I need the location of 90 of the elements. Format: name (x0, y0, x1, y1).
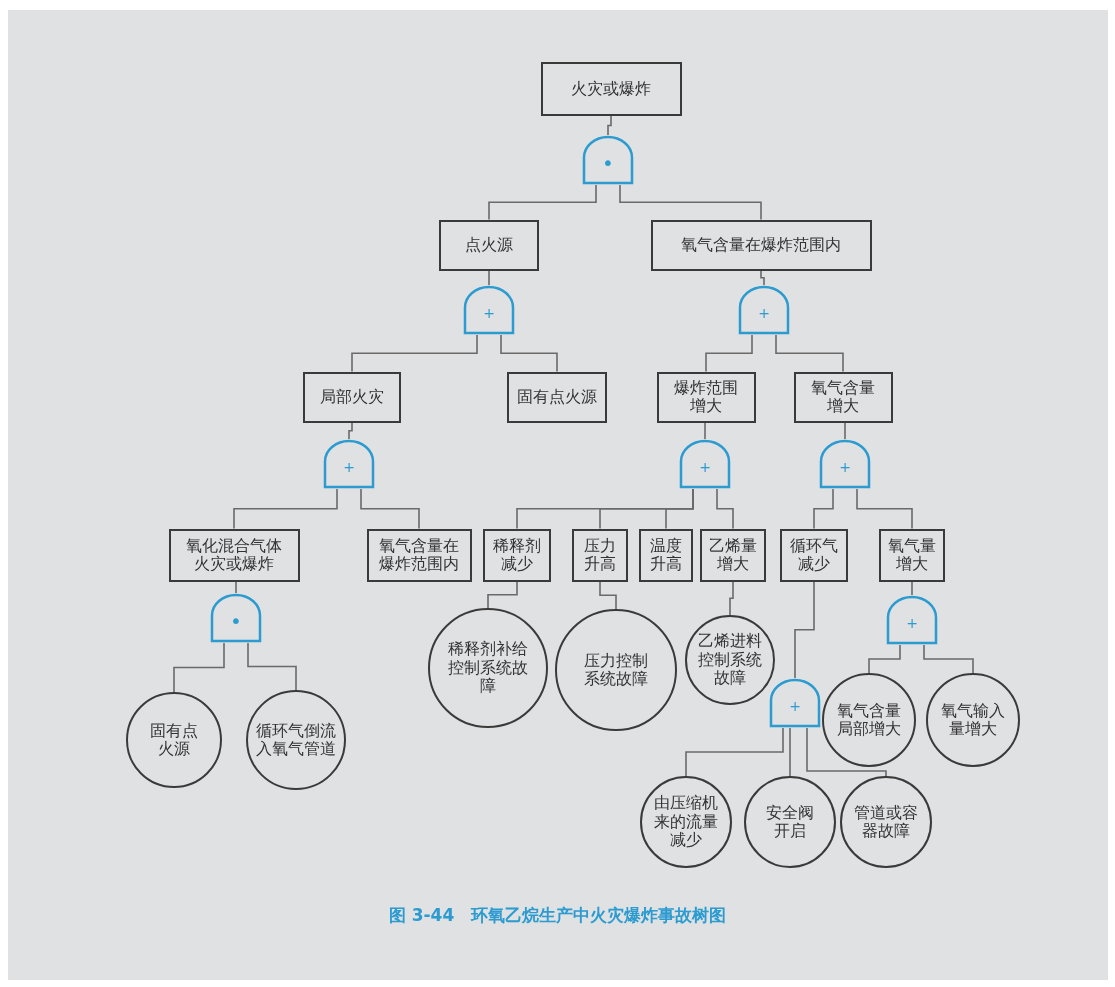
event-label: 氧气输入量增大 (940, 701, 1006, 739)
gate-symbol: + (839, 460, 851, 474)
event-label: 固有点火源 (149, 721, 199, 759)
connector-line (665, 488, 694, 530)
gate-symbol: + (906, 616, 918, 630)
connector-line (705, 334, 753, 373)
gate-symbol: + (758, 306, 770, 320)
event-label: 温度升高 (649, 536, 683, 574)
connector-line (500, 334, 558, 373)
event-box (303, 371, 401, 423)
event-label: 安全阀开启 (765, 803, 815, 841)
gate-symbol: + (699, 460, 711, 474)
connector-line (760, 269, 765, 286)
event-label: 氧气量增大 (887, 536, 937, 574)
connector-line (360, 488, 420, 530)
event-label: 稀释剂减少 (492, 536, 542, 574)
connector-line (868, 644, 901, 674)
or-gate (886, 595, 938, 645)
connector-line (351, 334, 478, 373)
connector-line (813, 488, 834, 530)
connector-line (789, 727, 791, 777)
and-gate (210, 593, 262, 643)
connector-line (794, 580, 815, 679)
event-box (483, 528, 551, 582)
event-label: 管道或容器故障 (853, 803, 919, 841)
or-gate (738, 285, 790, 335)
and-gate (582, 135, 634, 185)
gate-symbol: • (602, 153, 614, 173)
or-gate (679, 439, 731, 489)
gate-symbol: + (343, 460, 355, 474)
event-box (879, 528, 945, 582)
connector-line (487, 580, 518, 609)
connector-line (844, 421, 846, 440)
event-box (507, 371, 607, 423)
connector-line (247, 642, 297, 691)
event-box (780, 528, 848, 582)
event-label: 压力控制系统故障 (583, 651, 649, 689)
connector-line (806, 727, 887, 777)
event-label: 固有点火源 (516, 387, 598, 407)
event-box (168, 528, 300, 582)
connector-line (923, 644, 974, 674)
event-label: 氧化混合气体火灾或爆炸 (185, 536, 283, 574)
connector-line (173, 642, 225, 693)
event-box (639, 528, 693, 582)
event-label: 氧气含量在爆炸范围内 (378, 536, 460, 574)
event-label: 氧气含量增大 (810, 378, 876, 416)
event-label: 火灾或爆炸 (570, 79, 652, 99)
event-box (700, 528, 766, 582)
connector-line (729, 580, 734, 616)
connector-line (488, 269, 490, 286)
connector-line (716, 488, 734, 530)
connector-line (775, 334, 844, 373)
event-box (572, 528, 628, 582)
connector-line (599, 580, 617, 610)
or-gate (819, 439, 871, 489)
connector-line (607, 115, 612, 136)
connector-line (856, 488, 913, 530)
connector-line (348, 421, 353, 440)
event-label: 乙烯进料控制系统故障 (697, 632, 763, 688)
or-gate (323, 439, 375, 489)
event-box (540, 62, 682, 116)
event-label: 循环气倒流入氧气管道 (255, 721, 337, 759)
or-gate (463, 285, 515, 335)
gate-symbol: + (789, 699, 801, 713)
connector-line (619, 184, 762, 221)
or-gate (769, 678, 821, 728)
event-label: 氧气含量局部增大 (836, 701, 902, 739)
event-label: 爆炸范围增大 (673, 378, 739, 416)
event-box (656, 371, 756, 423)
connector-line (488, 184, 597, 221)
gate-symbol: + (483, 306, 495, 320)
event-label: 循环气减少 (789, 536, 839, 574)
event-label: 点火源 (464, 235, 514, 255)
connector-line (704, 421, 706, 440)
connector-line (235, 580, 237, 594)
event-label: 局部火灾 (319, 387, 385, 407)
event-box (366, 528, 472, 582)
event-label: 由压缩机来的流量减少 (653, 794, 719, 850)
figure-caption: 图 3-44 环氧乙烷生产中火灾爆炸事故树图 (388, 905, 727, 925)
event-label: 乙烯量增大 (708, 536, 758, 574)
event-box (650, 219, 872, 271)
event-label: 氧气含量在爆炸范围内 (680, 235, 842, 255)
event-box (439, 219, 539, 271)
event-label: 压力升高 (583, 536, 617, 574)
connector-line (911, 580, 913, 596)
event-label: 稀释剂补给控制系统故障 (447, 640, 529, 696)
connector-line (685, 727, 784, 777)
gate-symbol: • (230, 611, 242, 631)
event-box (793, 371, 893, 423)
connector-line (233, 488, 338, 530)
